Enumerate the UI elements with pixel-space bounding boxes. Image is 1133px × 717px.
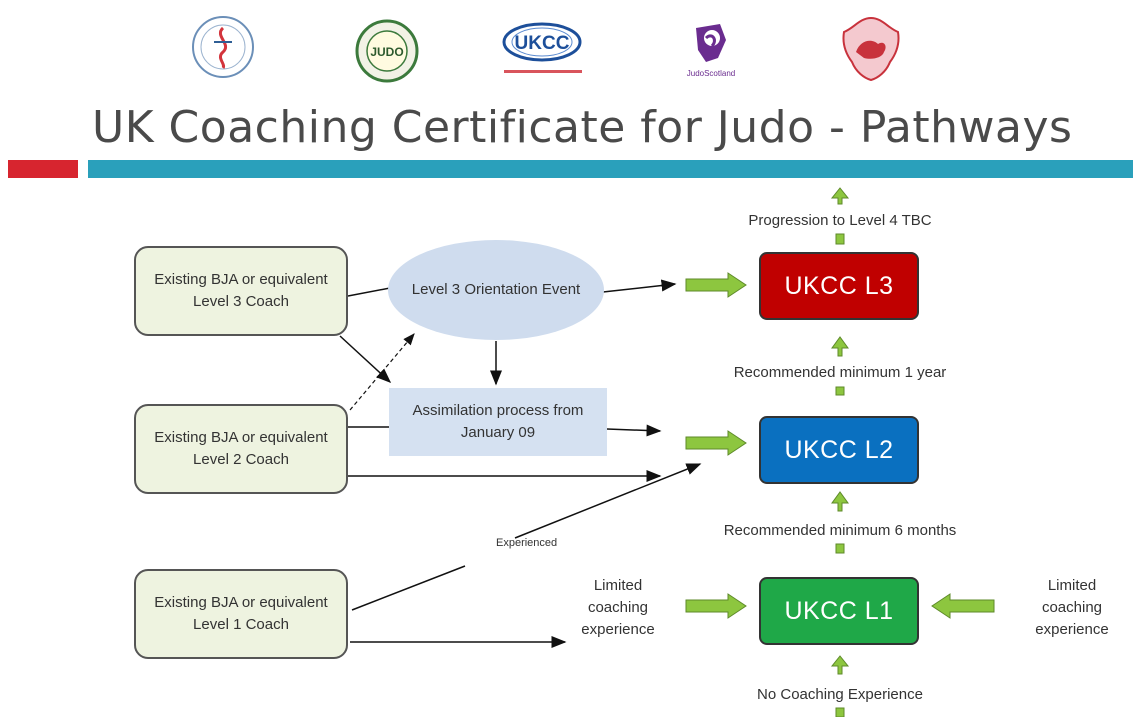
label-min-6-months: Recommended minimum 6 months [723,522,957,539]
label-min-1-year: Recommended minimum 1 year [733,364,947,381]
source-level2-coach: Existing BJA or equivalent Level 2 Coach [134,404,348,494]
source-level1-coach: Existing BJA or equivalent Level 1 Coach [134,569,348,659]
assimilation-process: Assimilation process from January 09 [389,388,607,456]
judoscotland-text: JudoScotland [687,69,735,78]
source-level3-coach: Existing BJA or equivalent Level 3 Coach [134,246,348,336]
title-accent-teal [88,160,1133,178]
page-title: UK Coaching Certificate for Judo - Pathw… [92,102,1073,153]
ukcc-logo: UKCC [502,22,582,73]
welsh-judo-logo [842,16,900,82]
label-limited-left: Limited coaching experience [581,577,655,638]
judoscotland-logo: JudoScotland [687,24,735,78]
nijudo-text: JUDO [370,45,403,59]
label-progression: Progression to Level 4 TBC [748,212,932,229]
ukcc-logo-text: UKCC [515,33,570,54]
ukcc-l3: UKCC L3 [759,252,919,320]
ukcc-l1: UKCC L1 [759,577,919,645]
ukcc-l2: UKCC L2 [759,416,919,484]
orientation-event: Level 3 Orientation Event [388,240,604,340]
label-no-experience: No Coaching Experience [757,686,923,703]
bja-logo [192,16,254,78]
logo-row: JUDO UKCC JudoScotland [0,14,1133,84]
northern-ireland-judo-logo: JUDO [355,19,419,83]
label-experienced: Experienced [496,537,558,549]
title-accent-red [8,160,78,178]
label-limited-right: Limited coaching experience [1035,577,1109,638]
